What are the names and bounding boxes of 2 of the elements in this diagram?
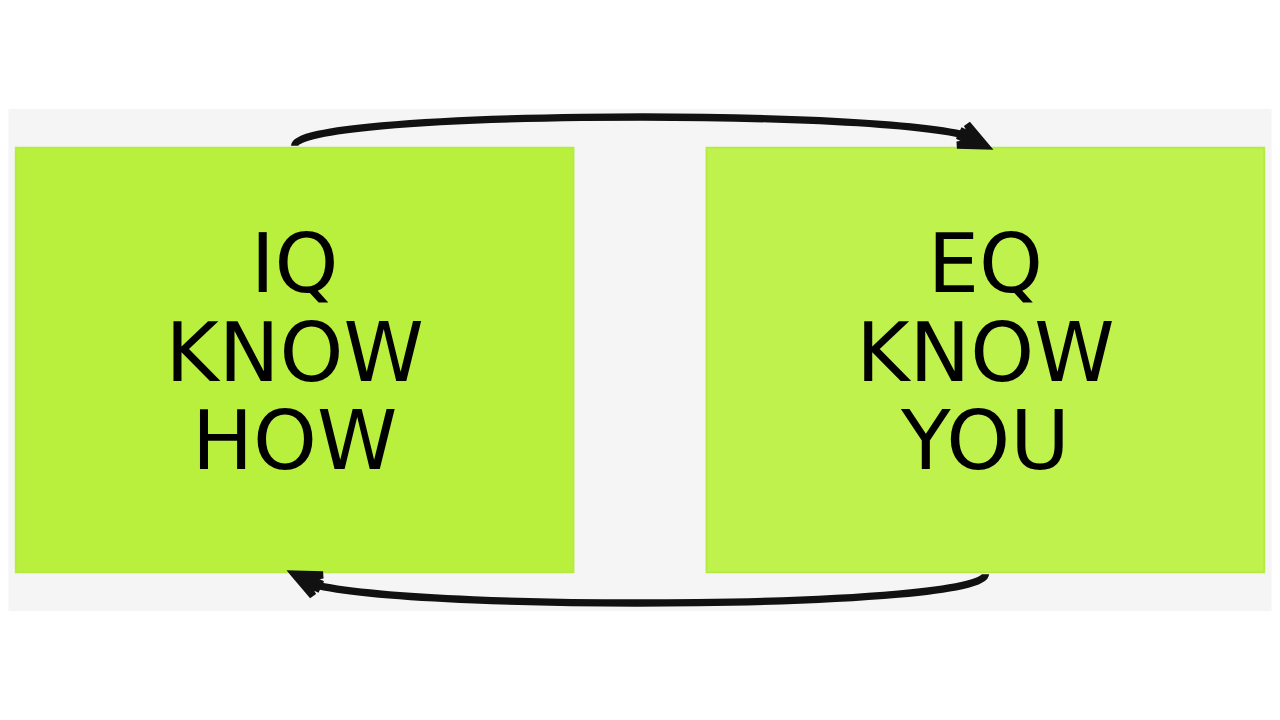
node-box: EQ KNOW YOU bbox=[705, 146, 1266, 574]
node-box: IQ KNOW HOW bbox=[14, 146, 575, 574]
